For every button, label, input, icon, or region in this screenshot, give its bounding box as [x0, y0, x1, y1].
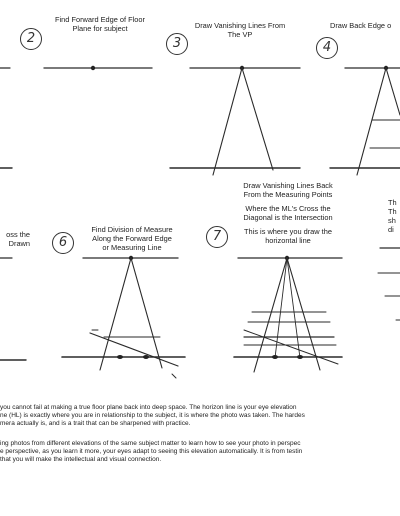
sketch-3: [169, 65, 301, 176]
caption-line: From the Measuring Points: [243, 190, 333, 199]
step-7-number-badge: 7: [206, 226, 228, 248]
sketch-2: [43, 65, 153, 71]
caption-line: Where the ML's Cross the: [245, 204, 331, 213]
step-2-number-badge: 2: [20, 28, 42, 50]
caption-line: horizontal line: [265, 236, 311, 245]
step-6-number-badge: 6: [52, 232, 74, 254]
step-6-caption: Find Division of Measure Along the Forwa…: [72, 225, 192, 252]
sketch-8: [377, 247, 400, 321]
sketch-7: [233, 255, 343, 373]
caption-line: Find Division of Measure: [91, 225, 173, 234]
body-line: e perspective, as you learn it more, you…: [0, 448, 303, 456]
caption-line: di: [388, 225, 394, 234]
step-7-caption: Draw Vanishing Lines Back From the Measu…: [228, 181, 348, 245]
caption-line: Draw Vanishing Lines Back: [243, 181, 333, 190]
sketch-5: [0, 257, 27, 361]
body-line: ne (HL) is exactly where you are in rela…: [0, 412, 305, 420]
caption-line: or Measuring Line: [102, 243, 162, 252]
step-5-caption: oss the Drawn: [0, 230, 30, 248]
body-line: you cannot fail at making a true floor p…: [0, 404, 297, 411]
sketch-6: [61, 255, 186, 379]
step-2-caption: Find Forward Edge of Floor Plane for sub…: [40, 15, 160, 33]
step-3-number-badge: 3: [166, 33, 188, 55]
caption-line: Th: [388, 198, 397, 207]
body-line: mera actually is, and is a trait that ca…: [0, 420, 191, 428]
caption-line: sh: [388, 216, 396, 225]
caption-line: Drawn: [8, 239, 30, 248]
caption-line: oss the: [6, 230, 30, 239]
body-paragraph-2: ing photos from different elevations of …: [0, 440, 400, 465]
step-4-number-badge: 4: [316, 37, 338, 59]
caption-line: Th: [388, 207, 397, 216]
caption-line: This is where you draw the: [244, 227, 332, 236]
caption-line: Along the Forward Edge: [92, 234, 172, 243]
body-paragraph-1: you cannot fail at making a true floor p…: [0, 404, 400, 429]
caption-line: The VP: [227, 30, 253, 39]
caption-line: Find Forward Edge of Floor: [55, 15, 145, 24]
caption-line: Plane for subject: [72, 24, 128, 33]
sketch-4: [329, 65, 400, 176]
caption-line: Draw Back Edge o: [330, 21, 392, 30]
step-3-caption: Draw Vanishing Lines From The VP: [180, 21, 300, 39]
body-line: ing photos from different elevations of …: [0, 440, 301, 447]
step-8-caption: Th Th sh di: [388, 198, 400, 234]
caption-line: Diagonal is the Intersection: [243, 213, 333, 222]
step-4-caption: Draw Back Edge o: [330, 21, 400, 30]
body-line: that you will make the intellectual and …: [0, 456, 162, 464]
caption-line: Draw Vanishing Lines From: [194, 21, 286, 30]
